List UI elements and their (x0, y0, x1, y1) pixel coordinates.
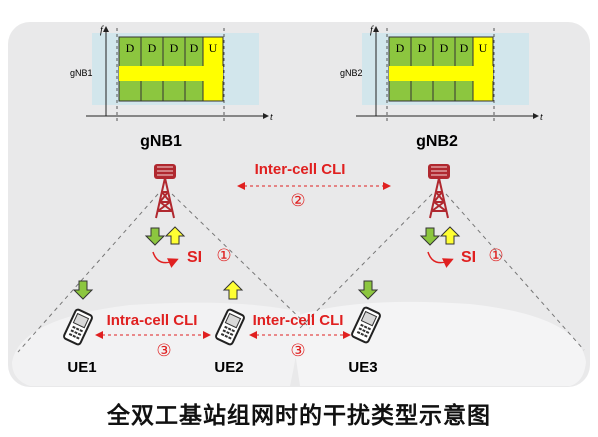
gnb1-uplink-arrow-icon (164, 226, 186, 245)
gnb2-frame-chart: D D D D U f t gNB2 (340, 25, 543, 124)
background-panel (8, 22, 590, 387)
ue2-label: UE2 (214, 359, 243, 376)
gnb1-uplink-band (119, 66, 223, 81)
gnb1-si-label: SI (187, 249, 202, 266)
gnb1-slot-label-1: D (126, 41, 135, 55)
gnb1-slot-label-3: D (170, 41, 179, 55)
gnb2-axis-f-label: f (370, 25, 374, 36)
gnb1-frame-chart: D D D D U f t gNB1 (70, 25, 273, 124)
inter-cell-cli-num-bottom: ③ (290, 341, 305, 361)
gnb1-slot-label-2: D (148, 41, 157, 55)
gnb1-axis-f-label: f (100, 25, 104, 36)
gnb2-slot-label-5: U (479, 41, 488, 55)
gnb2-uplink-arrow-icon (439, 226, 461, 245)
gnb1-si-curve-icon (152, 251, 179, 268)
gnb1-downlink-arrow-icon (144, 227, 166, 246)
intra-cell-cli-num: ③ (156, 341, 171, 361)
gnb2-side-label: gNB2 (340, 68, 363, 78)
ue1-downlink-arrow-icon (72, 280, 94, 300)
gnb2-slot-label-2: D (418, 41, 427, 55)
coverage-lines (17, 193, 585, 353)
gnb2-slot-label-3: D (440, 41, 449, 55)
ue3-label: UE3 (348, 359, 377, 376)
gnb2-uplink-band (389, 66, 493, 81)
gnb1-side-label: gNB1 (70, 68, 93, 78)
ue1-label: UE1 (67, 359, 96, 376)
inter-cell-cli-label-top: Inter-cell CLI (255, 161, 346, 178)
gnb1-si-num: ① (216, 246, 231, 266)
ue3-downlink-arrow-icon (357, 280, 379, 300)
gnb2-si-curve-icon (427, 251, 454, 268)
gnb1-si-group: SI ① (144, 226, 232, 268)
gnb1-axis-t-label: t (270, 112, 273, 123)
ue2-uplink-arrow-icon (222, 280, 244, 300)
gnb2-axis-t-label: t (540, 112, 543, 123)
gnb2-slot-label-4: D (460, 41, 469, 55)
gnb1-slot-label-4: D (190, 41, 199, 55)
gnb2-si-group: SI ① (419, 226, 504, 268)
inter-cell-cli-label-bottom: Inter-cell CLI (253, 312, 344, 329)
gnb2-si-num: ① (488, 246, 503, 266)
gnb2-title: gNB2 (416, 133, 458, 150)
figure-caption: 全双工基站组网时的干扰类型示意图 (107, 403, 491, 429)
gnb1-slot-label-5: U (209, 41, 218, 55)
gnb2-downlink-arrow-icon (419, 227, 441, 246)
gnb2-slot-label-1: D (396, 41, 405, 55)
full-duplex-interference-diagram: D D D D U f t gNB1 gNB1 D D D D U f t gN… (8, 22, 590, 387)
intra-cell-cli-label: Intra-cell CLI (107, 312, 198, 329)
gnb2-si-label: SI (461, 249, 476, 266)
inter-cell-cli-num-top: ② (290, 191, 305, 211)
gnb1-title: gNB1 (140, 133, 182, 150)
